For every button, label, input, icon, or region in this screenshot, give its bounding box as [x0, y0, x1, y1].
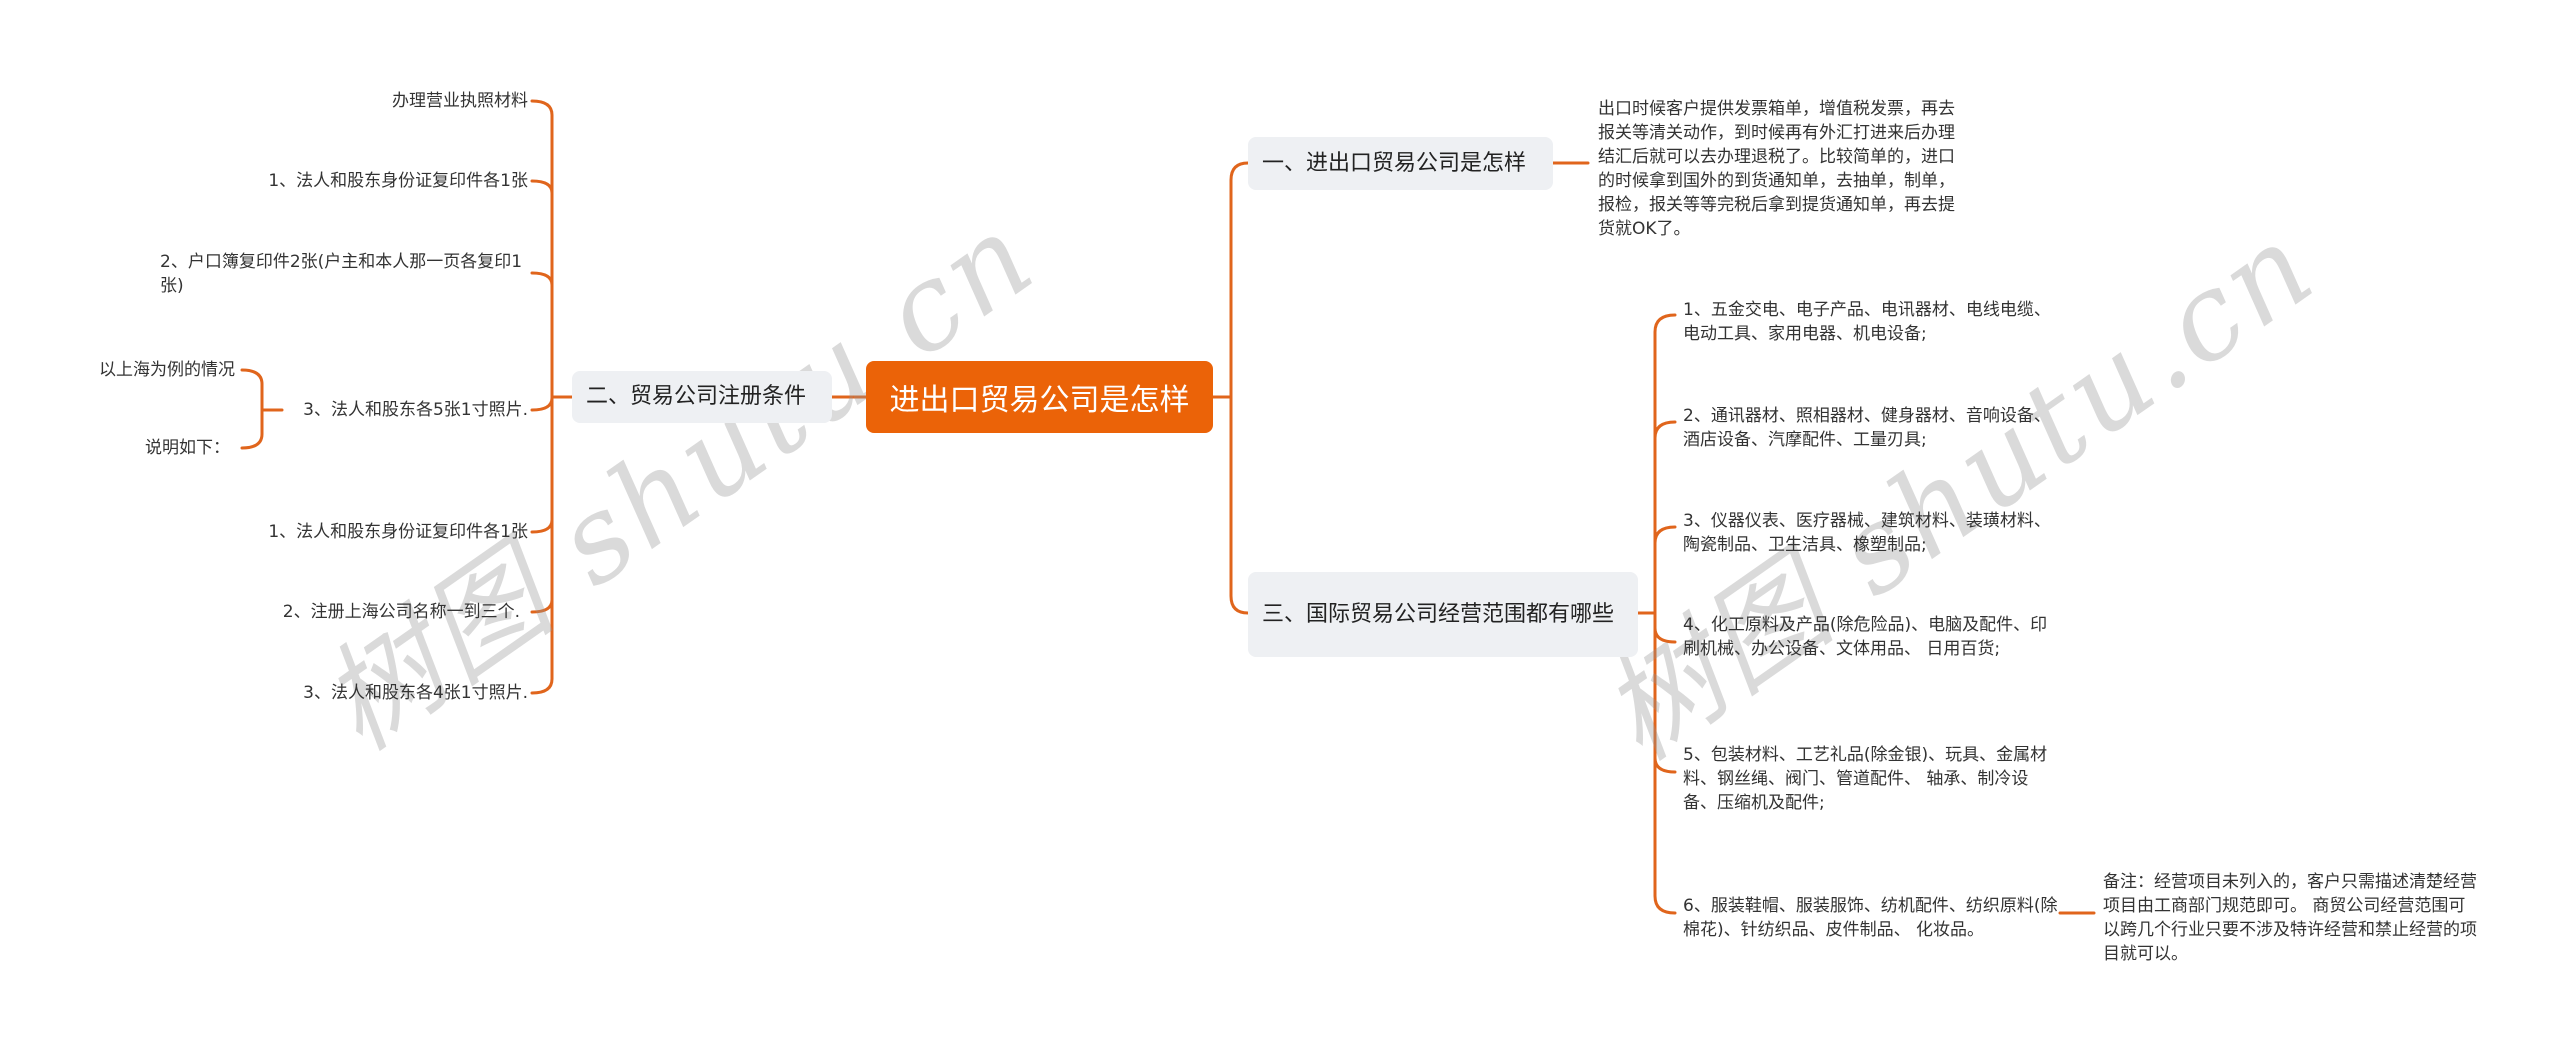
leaf-label: 2、户口簿复印件2张(户主和本人那一页各复印1张) [160, 252, 523, 296]
leaf-label: 1、五金交电、电子产品、电讯器材、电线电缆、电动工具、家用电器、机电设备; [1683, 300, 2051, 344]
leaf-label: 3、法人和股东各4张1寸照片. [303, 683, 528, 703]
leaf-label: 2、通讯器材、照相器材、健身器材、音响设备、酒店设备、汽摩配件、工量刃具; [1683, 406, 2051, 450]
leaf-label: 说明如下： [145, 438, 230, 458]
leaf-import-export-process[interactable]: 出口时候客户提供发票箱单，增值税发票，再去报关等清关动作，到时候再有外汇打进来后… [1598, 97, 1970, 241]
leaf-scope-1[interactable]: 1、五金交电、电子产品、电讯器材、电线电缆、电动工具、家用电器、机电设备; [1683, 298, 2053, 346]
leaf-photos-5[interactable]: 3、法人和股东各5张1寸照片. [278, 398, 528, 422]
leaf-label: 出口时候客户提供发票箱单，增值税发票，再去报关等清关动作，到时候再有外汇打进来后… [1598, 99, 1955, 239]
leaf-label: 6、服装鞋帽、服装服饰、纺机配件、纺织原料(除棉花)、针纺织品、皮件制品、 化妆… [1683, 896, 2058, 940]
branch-node-registration[interactable]: 二、贸易公司注册条件 [572, 371, 832, 423]
branch-node-label: 一、进出口贸易公司是怎样 [1262, 150, 1527, 176]
leaf-label: 以上海为例的情况 [99, 360, 235, 380]
leaf-household-register[interactable]: 2、户口簿复印件2张(户主和本人那一页各复印1张) [160, 250, 528, 298]
leaf-photos-4[interactable]: 3、法人和股东各4张1寸照片. [278, 681, 528, 705]
leaf-scope-5[interactable]: 5、包装材料、工艺礼品(除金银)、玩具、金属材料、钢丝绳、阀门、管道配件、 轴承… [1683, 743, 2053, 815]
leaf-label: 2、注册上海公司名称一到三个. [282, 602, 520, 622]
leaf-company-names[interactable]: 2、注册上海公司名称一到三个. [200, 600, 520, 624]
root-node[interactable]: 进出口贸易公司是怎样 [866, 361, 1213, 433]
leaf-scope-3[interactable]: 3、仪器仪表、医疗器械、建筑材料、装璜材料、陶瓷制品、卫生洁具、橡塑制品; [1683, 509, 2053, 557]
leaf-label: 1、法人和股东身份证复印件各1张 [268, 171, 528, 191]
branch-node-label: 二、贸易公司注册条件 [586, 384, 807, 409]
leaf-label: 3、法人和股东各5张1寸照片. [303, 400, 528, 420]
leaf-label: 备注：经营项目未列入的，客户只需描述清楚经营项目由工商部门规范即可。 商贸公司经… [2103, 872, 2477, 964]
leaf-label: 5、包装材料、工艺礼品(除金银)、玩具、金属材料、钢丝绳、阀门、管道配件、 轴承… [1683, 745, 2048, 813]
root-node-label: 进出口贸易公司是怎样 [889, 383, 1190, 418]
leaf-label: 办理营业执照材料 [392, 91, 528, 111]
leaf-scope-note[interactable]: 备注：经营项目未列入的，客户只需描述清楚经营项目由工商部门规范即可。 商贸公司经… [2103, 870, 2478, 966]
leaf-id-copies-2[interactable]: 1、法人和股东身份证复印件各1张 [178, 520, 528, 544]
leaf-license-materials[interactable]: 办理营业执照材料 [228, 89, 528, 113]
leaf-label: 1、法人和股东身份证复印件各1张 [268, 522, 528, 542]
leaf-scope-6[interactable]: 6、服装鞋帽、服装服饰、纺机配件、纺织原料(除棉花)、针纺织品、皮件制品、 化妆… [1683, 894, 2058, 942]
leaf-explanation[interactable]: 说明如下： [60, 436, 230, 460]
branch-node-how-it-works[interactable]: 一、进出口贸易公司是怎样 [1248, 137, 1553, 190]
leaf-label: 4、化工原料及产品(除危险品)、电脑及配件、印刷机械、办公设备、文体用品、 日用… [1683, 615, 2048, 659]
branch-node-label: 三、国际贸易公司经营范围都有哪些 [1262, 601, 1615, 627]
leaf-label: 3、仪器仪表、医疗器械、建筑材料、装璜材料、陶瓷制品、卫生洁具、橡塑制品; [1683, 511, 2051, 555]
leaf-shanghai-case[interactable]: 以上海为例的情况 [60, 358, 235, 382]
leaf-scope-4[interactable]: 4、化工原料及产品(除危险品)、电脑及配件、印刷机械、办公设备、文体用品、 日用… [1683, 613, 2053, 661]
leaf-scope-2[interactable]: 2、通讯器材、照相器材、健身器材、音响设备、酒店设备、汽摩配件、工量刃具; [1683, 404, 2053, 452]
leaf-id-copies[interactable]: 1、法人和股东身份证复印件各1张 [178, 169, 528, 193]
branch-node-business-scope[interactable]: 三、国际贸易公司经营范围都有哪些 [1248, 572, 1638, 657]
